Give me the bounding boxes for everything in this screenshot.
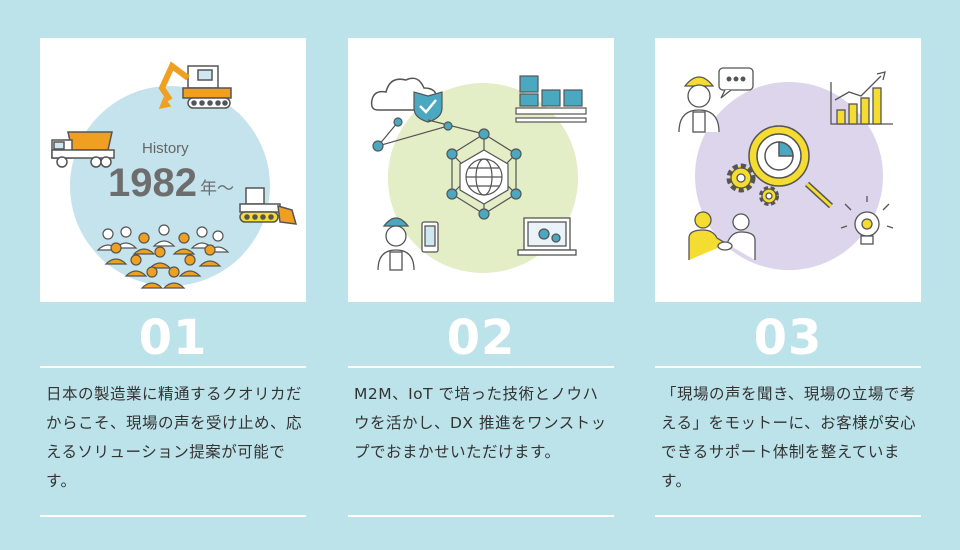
laptop-icon (517, 217, 577, 256)
dump-truck-icon (51, 131, 115, 168)
people-group-icon (96, 224, 230, 289)
worker-icon (377, 217, 415, 271)
card-1-illustration: History 1982 年〜 (40, 38, 306, 302)
gears-icon (726, 163, 779, 206)
card-description: 日本の製造業に精通するクオリカだからこそ、現場の声を受け止め、応えるソリューショ… (46, 385, 303, 490)
bulldozer-icon (239, 187, 298, 225)
shield-check-icon (413, 91, 443, 123)
excavator-icon (158, 61, 232, 110)
card-3-illustration (655, 38, 921, 302)
divider-bottom (40, 515, 306, 517)
boxes-icon (515, 75, 587, 123)
lightbulb-icon (840, 196, 894, 245)
handshake-icon (688, 211, 756, 260)
feature-card-3: 03 「現場の声を聞き、現場の立場で考える」をモットーに、お客様が安心できるサポ… (655, 38, 921, 518)
feature-card-2: 02 M2M、IoT で培った技術とノウハウを活かし、DX 推進をワンストップで… (348, 38, 614, 518)
feature-card-1: History 1982 年〜 (40, 38, 306, 518)
divider-bottom (655, 515, 921, 517)
network-globe-icon (372, 117, 522, 220)
card-description: M2M、IoT で培った技術とノウハウを活かし、DX 推進をワンストップでおまか… (354, 385, 607, 461)
card-number: 01 (138, 310, 208, 366)
bar-chart-icon (830, 71, 893, 125)
smartphone-icon (421, 221, 439, 253)
history-year: 1982 (108, 161, 197, 205)
history-suffix: 年〜 (200, 179, 234, 199)
divider-top (348, 366, 614, 368)
worker-speech-icon (678, 67, 754, 133)
history-label: History (142, 140, 189, 157)
divider-top (40, 366, 306, 368)
magnifier-chart-icon (748, 125, 834, 209)
divider-bottom (348, 515, 614, 517)
card-description: 「現場の声を聞き、現場の立場で考える」をモットーに、お客様が安心できるサポート体… (661, 385, 917, 490)
divider-top (655, 366, 921, 368)
card-number: 02 (446, 310, 516, 366)
card-number: 03 (753, 310, 823, 366)
card-2-illustration (348, 38, 614, 302)
